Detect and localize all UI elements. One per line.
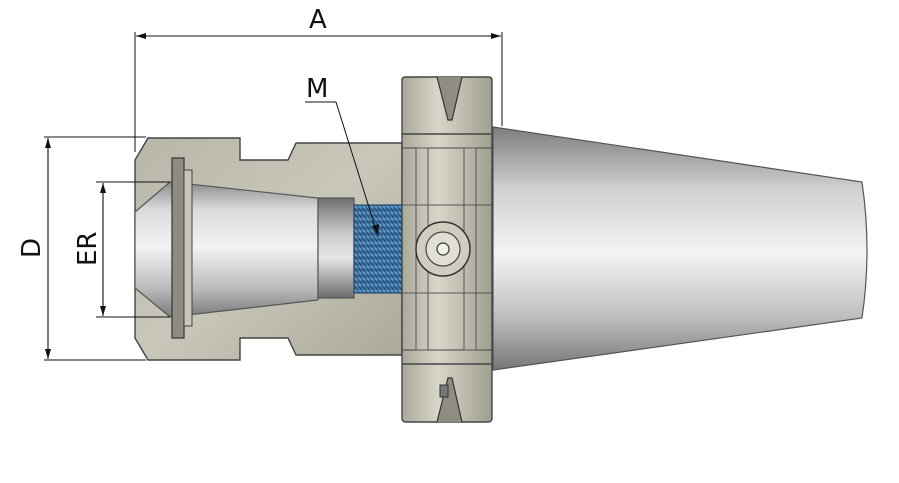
dim-d-label: D <box>17 238 47 258</box>
v-groove-bottom <box>436 377 463 423</box>
dim-d-arrow-bottom <box>45 349 51 359</box>
dim-m-arrow <box>372 224 379 236</box>
nut-groove-ring <box>171 157 185 339</box>
dim-a-label: A <box>309 5 327 35</box>
dim-er-arrow-top <box>100 183 106 193</box>
dim-a-arrow-left <box>136 33 146 39</box>
thread-section <box>353 204 403 294</box>
dim-a-arrow-right <box>491 33 501 39</box>
dim-er-label: ER <box>73 232 103 267</box>
v-groove-top <box>436 76 463 121</box>
dim-er-arrow-bottom <box>100 306 106 316</box>
dim-m-leader <box>335 101 379 237</box>
nut-groove-inner <box>183 169 193 327</box>
collet-bore <box>134 181 319 318</box>
dim-d-arrow-top <box>45 138 51 148</box>
drive-hole-inner <box>436 242 450 256</box>
pilot-bore <box>317 197 355 299</box>
taper-shank <box>492 126 868 371</box>
coolant-hole <box>439 384 449 398</box>
dim-m-label: M <box>306 74 328 104</box>
